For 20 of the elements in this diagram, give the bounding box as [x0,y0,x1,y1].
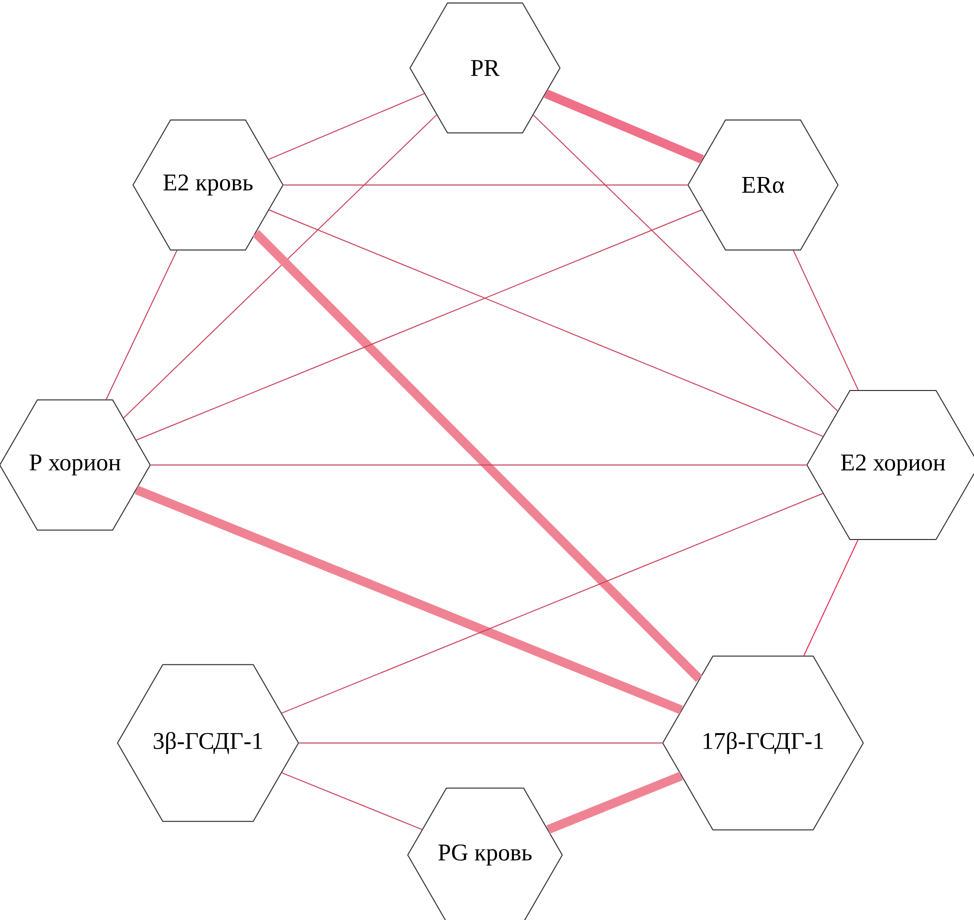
edge-line [134,486,683,714]
edge-line [546,772,683,834]
edge-line [150,464,807,466]
edge-line [281,772,422,830]
edge-line [281,492,824,714]
hexagon-node: P хорион [0,399,151,531]
edge-line [298,742,663,744]
edge-line [803,540,858,656]
edge-line [106,250,178,400]
edge-line [792,250,859,390]
hexagon-node: PG кровь [407,788,563,920]
edge-line [268,93,425,160]
edge-line [136,209,702,440]
edge-line [268,209,824,437]
edge-line [532,114,838,412]
hexagon-node: 17β-ГСДГ-1 [662,656,864,830]
edge-line [252,230,702,682]
edge-line [283,184,688,186]
edge-line [123,114,438,418]
hexagon-node: E2 хорион [806,390,974,540]
